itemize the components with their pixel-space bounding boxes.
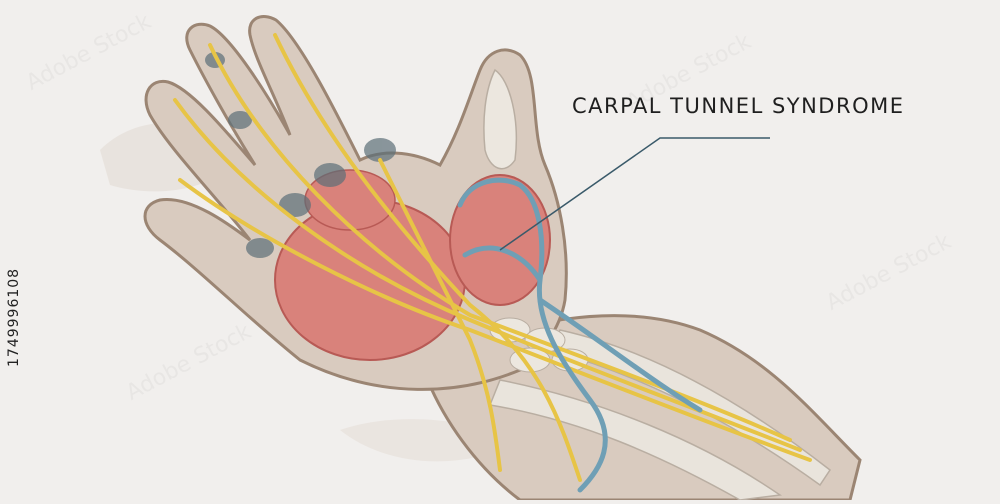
stock-image-id: 1749996108 bbox=[6, 267, 22, 367]
radius-bone bbox=[548, 329, 832, 487]
label-pointer-line bbox=[499, 137, 770, 251]
finger-joints bbox=[205, 52, 396, 258]
illustration-title: CARPAL TUNNEL SYNDROME bbox=[572, 94, 905, 118]
thenar-muscle bbox=[449, 174, 551, 306]
median-nerve bbox=[457, 177, 703, 493]
flexor-tendons bbox=[173, 33, 812, 482]
thumb-bones bbox=[483, 68, 518, 170]
